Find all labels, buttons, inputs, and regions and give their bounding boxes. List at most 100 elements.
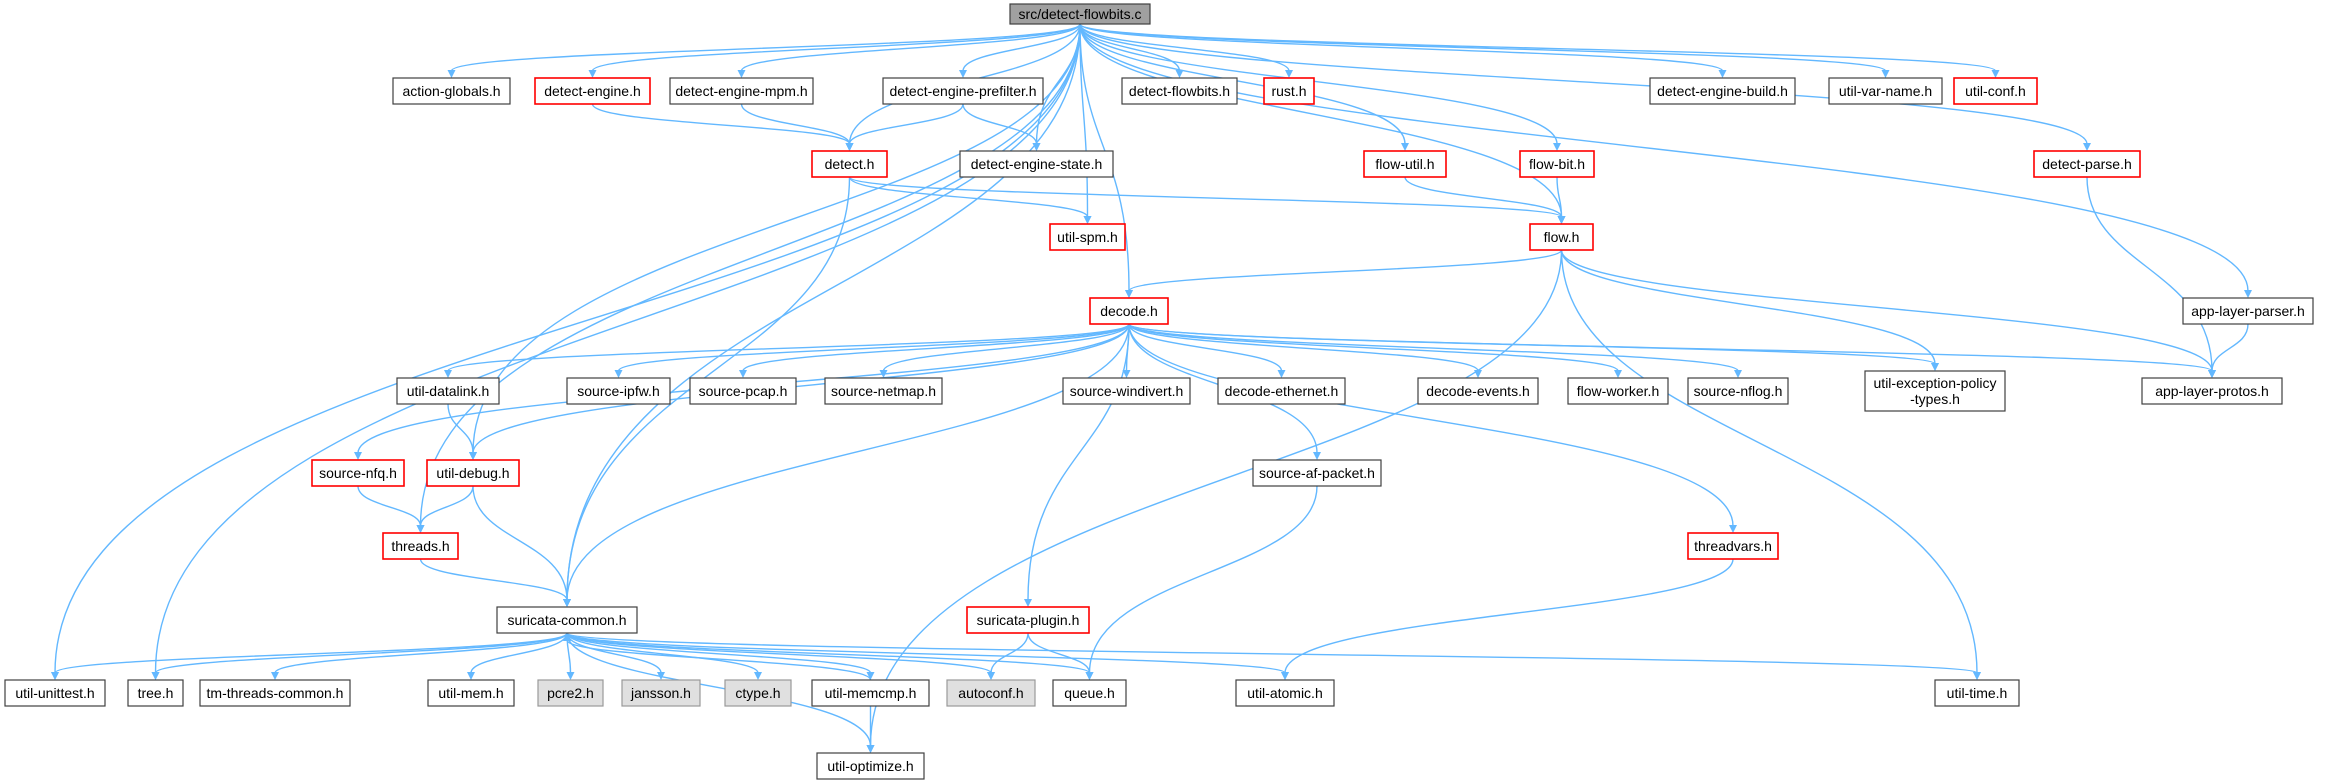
node-app-layer-protos[interactable]: app-layer-protos.h: [2141, 377, 2283, 405]
node-label-detect-parse: detect-parse.h: [2042, 156, 2132, 172]
edge-decode-to-source-pcap: [742, 323, 1130, 372]
dependency-edges: [51, 23, 2252, 753]
edge-root-to-detect-engine-mpm: [740, 23, 1081, 72]
node-box-suricata-common: [496, 606, 638, 634]
node-box-rust: [1263, 77, 1315, 105]
edge-util-datalink-to-util-debug: [447, 403, 474, 454]
node-util-debug[interactable]: util-debug.h: [426, 459, 520, 487]
node-util-time[interactable]: util-time.h: [1934, 679, 2020, 707]
node-rust[interactable]: rust.h: [1263, 77, 1315, 105]
node-source-windivert[interactable]: source-windivert.h: [1062, 377, 1191, 405]
node-ctype[interactable]: ctype.h: [724, 679, 792, 707]
node-box-queue: [1052, 679, 1127, 707]
node-source-pcap[interactable]: source-pcap.h: [689, 377, 797, 405]
node-box-decode-ethernet: [1217, 377, 1346, 405]
node-suricata-plugin[interactable]: suricata-plugin.h: [966, 606, 1090, 634]
node-util-atomic[interactable]: util-atomic.h: [1235, 679, 1335, 707]
arrowhead-decode-to-source-ipfw: [614, 370, 623, 378]
arrowhead-decode-to-source-af-packet: [1313, 452, 1321, 460]
node-tree[interactable]: tree.h: [127, 679, 184, 707]
node-label-jansson: jansson.h: [630, 685, 691, 701]
node-app-layer-parser[interactable]: app-layer-parser.h: [2182, 297, 2314, 325]
node-flow[interactable]: flow.h: [1529, 223, 1594, 251]
node-detect-engine-mpm[interactable]: detect-engine-mpm.h: [669, 77, 814, 105]
node-detect-engine-state[interactable]: detect-engine-state.h: [959, 150, 1114, 178]
arrowhead-root-to-action-globals: [447, 70, 456, 78]
edge-detect-to-util-spm: [848, 176, 1089, 218]
edge-suricata-common-to-util-time: [566, 632, 1978, 674]
node-flow-worker[interactable]: flow-worker.h: [1567, 377, 1669, 405]
node-source-ipfw[interactable]: source-ipfw.h: [566, 377, 671, 405]
node-source-nflog[interactable]: source-nflog.h: [1687, 377, 1789, 405]
node-label-util-spm: util-spm.h: [1057, 229, 1118, 245]
node-detect-engine-build[interactable]: detect-engine-build.h: [1649, 77, 1796, 105]
node-tm-threads-common[interactable]: tm-threads-common.h: [199, 679, 351, 707]
node-util-memcmp[interactable]: util-memcmp.h: [811, 679, 930, 707]
node-threadvars[interactable]: threadvars.h: [1687, 532, 1779, 560]
node-autoconf[interactable]: autoconf.h: [946, 679, 1036, 707]
edge-suricata-common-to-tm-threads-common: [274, 632, 568, 674]
node-util-mem[interactable]: util-mem.h: [427, 679, 515, 707]
node-label-decode: decode.h: [1100, 303, 1158, 319]
node-label-util-conf: util-conf.h: [1965, 83, 2026, 99]
node-label-suricata-plugin: suricata-plugin.h: [977, 612, 1080, 628]
node-detect-engine-prefilter[interactable]: detect-engine-prefilter.h: [882, 77, 1044, 105]
node-detect-flowbits[interactable]: detect-flowbits.h: [1121, 77, 1238, 105]
edge-flow-to-app-layer-protos: [1560, 249, 2213, 372]
node-util-datalink[interactable]: util-datalink.h: [396, 377, 500, 405]
node-label-app-layer-parser: app-layer-parser.h: [2191, 303, 2305, 319]
node-flow-util[interactable]: flow-util.h: [1363, 150, 1447, 178]
node-root[interactable]: src/detect-flowbits.c: [1009, 3, 1151, 25]
edge-suricata-common-to-util-unittest: [54, 632, 568, 674]
edge-suricata-plugin-to-autoconf: [990, 632, 1029, 674]
node-decode[interactable]: decode.h: [1089, 297, 1169, 325]
node-box-source-pcap: [689, 377, 797, 405]
edge-detect-engine-prefilter-to-detect: [848, 103, 964, 145]
edge-util-debug-to-threads: [419, 485, 474, 527]
node-box-action-globals: [392, 77, 511, 105]
node-threads[interactable]: threads.h: [382, 532, 459, 560]
node-source-netmap[interactable]: source-netmap.h: [824, 377, 943, 405]
node-source-af-packet[interactable]: source-af-packet.h: [1252, 459, 1382, 487]
node-box-tree: [127, 679, 184, 707]
node-label-tm-threads-common: tm-threads-common.h: [207, 685, 344, 701]
node-detect[interactable]: detect.h: [811, 150, 888, 178]
node-util-optimize[interactable]: util-optimize.h: [816, 752, 925, 780]
node-util-unittest[interactable]: util-unittest.h: [4, 679, 106, 707]
node-util-exception-policy-types[interactable]: util-exception-policy-types.h: [1864, 370, 2006, 412]
edge-flow-to-util-exception-policy-types: [1560, 249, 1936, 365]
edge-flow-to-util-time: [1560, 249, 1978, 674]
edge-detect-engine-prefilter-to-detect-engine-state: [962, 103, 1038, 145]
node-jansson[interactable]: jansson.h: [621, 679, 701, 707]
node-pcre2[interactable]: pcre2.h: [537, 679, 604, 707]
node-suricata-common[interactable]: suricata-common.h: [496, 606, 638, 634]
node-box-threadvars: [1687, 532, 1779, 560]
node-action-globals[interactable]: action-globals.h: [392, 77, 511, 105]
arrowhead-decode-to-source-nflog: [1734, 370, 1742, 378]
node-queue[interactable]: queue.h: [1052, 679, 1127, 707]
node-util-spm[interactable]: util-spm.h: [1049, 223, 1126, 251]
node-detect-engine[interactable]: detect-engine.h: [534, 77, 651, 105]
node-label-util-mem: util-mem.h: [438, 685, 503, 701]
node-label-util-datalink: util-datalink.h: [407, 383, 490, 399]
edge-suricata-common-to-util-optimize: [566, 632, 872, 747]
node-util-var-name[interactable]: util-var-name.h: [1828, 77, 1943, 105]
arrowhead-suricata-common-to-tree: [151, 672, 160, 680]
edge-root-to-util-var-name: [1079, 23, 1887, 72]
arrowhead-root-to-rust: [1285, 70, 1293, 78]
node-label-decode-events: decode-events.h: [1426, 383, 1530, 399]
node-label-suricata-common: suricata-common.h: [507, 612, 626, 628]
node-label-ctype: ctype.h: [735, 685, 780, 701]
node-flow-bit[interactable]: flow-bit.h: [1519, 150, 1595, 178]
node-label-pcre2: pcre2.h: [547, 685, 594, 701]
node-source-nfq[interactable]: source-nfq.h: [311, 459, 405, 487]
node-util-conf[interactable]: util-conf.h: [1953, 77, 2038, 105]
node-detect-parse[interactable]: detect-parse.h: [2033, 150, 2141, 178]
node-decode-ethernet[interactable]: decode-ethernet.h: [1217, 377, 1346, 405]
node-label-detect-engine-build: detect-engine-build.h: [1657, 83, 1788, 99]
node-decode-events[interactable]: decode-events.h: [1417, 377, 1539, 405]
node-label-tree: tree.h: [138, 685, 174, 701]
node-box-flow: [1529, 223, 1594, 251]
edge-decode-to-util-debug: [472, 323, 1130, 454]
arrowhead-decode-to-util-exception-policy-types: [1931, 363, 1939, 371]
